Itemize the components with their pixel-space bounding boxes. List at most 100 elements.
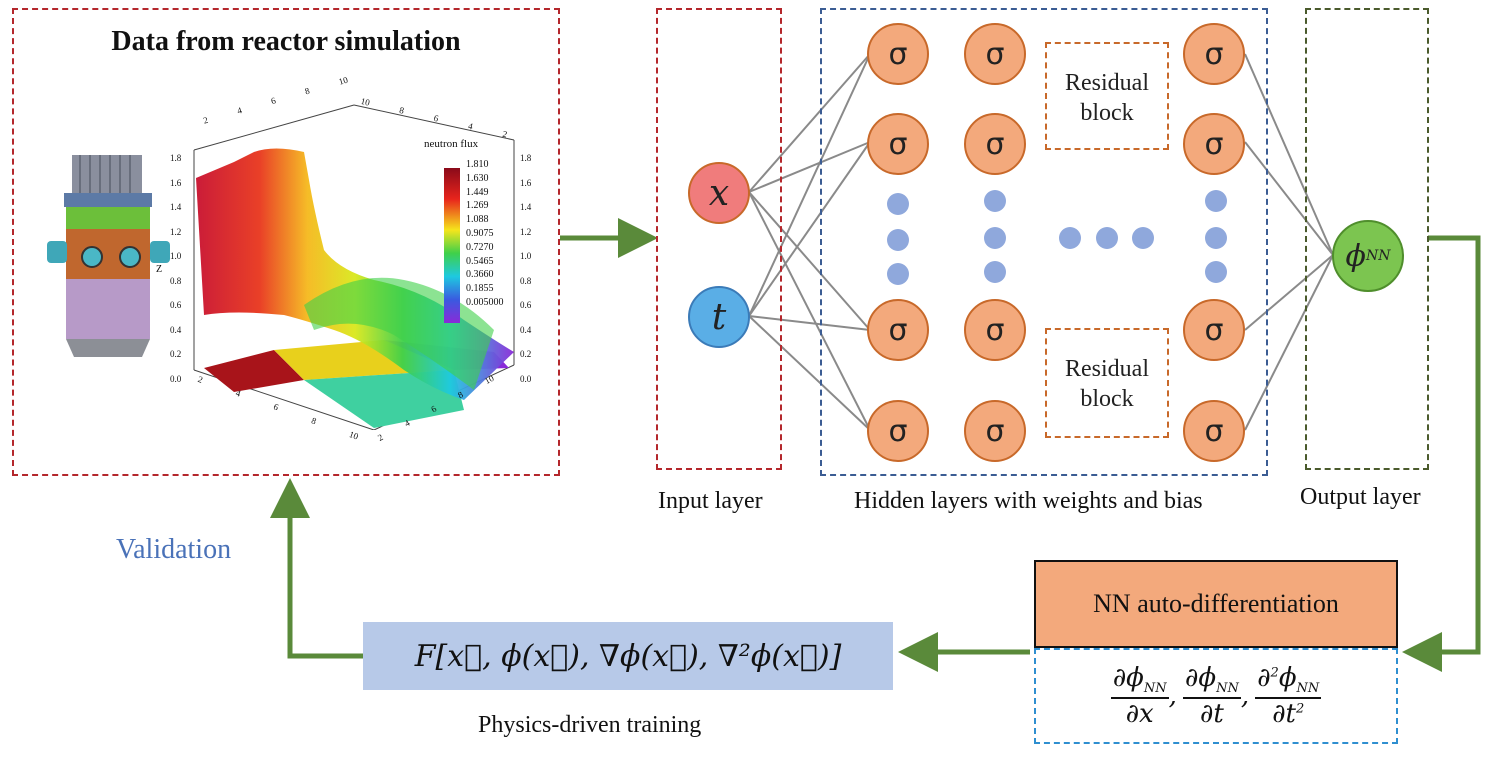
z-tick: 1.0 <box>170 251 182 261</box>
right-tick: 0.0 <box>520 373 532 384</box>
bottom-right-tick: 6 <box>429 403 439 415</box>
ellipsis-dot <box>1096 227 1118 249</box>
input-layer-label: Input layer <box>658 488 763 514</box>
colorbar-tick: 1.088 <box>466 214 489 226</box>
ellipsis-dot <box>887 193 909 215</box>
input-node-x: x <box>688 162 750 224</box>
ellipsis-dot <box>1132 227 1154 249</box>
sigma-label: σ <box>888 413 908 449</box>
validation-label: Validation <box>116 534 232 565</box>
bottom-right-tick: 2 <box>376 431 385 443</box>
colorbar-ticks: 1.810 1.630 1.449 1.269 1.088 0.9075 0.7… <box>466 158 504 310</box>
ellipsis-dot <box>984 190 1006 212</box>
hidden-node: σ <box>1183 299 1245 361</box>
z-tick: 1.8 <box>170 153 182 163</box>
derivative-dphi-dt: ∂ϕNN ∂t <box>1182 663 1241 729</box>
residual-block-label: Residual block <box>1047 354 1167 414</box>
colorbar-tick: 0.005000 <box>466 296 504 308</box>
output-weight-lines <box>1244 53 1334 431</box>
autodiff-box: NN auto-differentiation <box>1034 560 1398 648</box>
input-node-t: t <box>688 286 750 348</box>
d2phi-dt2-numerator: ∂2ϕNN <box>1255 663 1322 699</box>
simulation-title: Data from reactor simulation <box>111 26 461 57</box>
z-tick: 1.4 <box>170 202 182 212</box>
sigma-label: σ <box>888 36 908 72</box>
right-tick: 1.6 <box>520 177 532 188</box>
neutron-flux-plot <box>193 104 515 430</box>
dphi-dx-denominator: ∂x <box>1125 698 1154 729</box>
ellipsis-dot <box>984 261 1006 283</box>
hidden-node: σ <box>964 400 1026 462</box>
z-tick: 1.2 <box>170 226 182 237</box>
z-tick: 1.6 <box>170 177 182 188</box>
simulation-panel: Data from reactor simulation <box>12 8 560 476</box>
input-layer-box <box>656 8 782 470</box>
ellipsis-dot <box>1059 227 1081 249</box>
right-top-tick: 10 <box>359 96 371 108</box>
right-top-tick: 8 <box>398 104 406 116</box>
d2phi-dt2-denominator: ∂t2 <box>1272 698 1305 729</box>
ellipsis-dot <box>984 227 1006 249</box>
z-axis-ticks: 1.8 1.6 1.4 1.2 1.0 0.8 0.6 0.4 0.2 0.0 <box>170 146 181 391</box>
ellipsis-dot <box>1205 190 1227 212</box>
hidden-node: σ <box>964 299 1026 361</box>
input-node-t-label: t <box>711 296 727 338</box>
z-tick: 0.4 <box>170 324 182 335</box>
colorbar-tick: 0.7270 <box>466 241 494 253</box>
sigma-label: σ <box>1204 312 1224 348</box>
hidden-node: σ <box>867 23 929 85</box>
bottom-tick: 8 <box>310 415 318 427</box>
z-tick: 0.8 <box>170 275 182 286</box>
colorbar-tick: 1.449 <box>466 186 489 198</box>
derivative-dphi-dx: ∂ϕNN ∂x <box>1110 663 1169 729</box>
arrow-output-to-autodiff <box>1402 235 1481 672</box>
dphi-dt-numerator: ∂ϕNN <box>1182 663 1241 699</box>
right-top-tick: 4 <box>467 120 474 132</box>
bottom-right-tick: 8 <box>456 389 465 401</box>
residual-block-bottom: Residual block <box>1045 328 1169 438</box>
z-tick: 0.2 <box>170 349 182 359</box>
hidden-node: σ <box>1183 23 1245 85</box>
sigma-label: σ <box>1204 36 1224 72</box>
output-layer-label: Output layer <box>1300 484 1421 510</box>
physics-training-label: Physics-driven training <box>478 712 702 738</box>
right-tick: 0.6 <box>520 300 532 310</box>
hidden-node: σ <box>867 299 929 361</box>
colorbar-title: neutron flux <box>424 138 479 150</box>
sigma-label: σ <box>1204 413 1224 449</box>
physics-formula: F[x⃗, ϕ(x⃗), ∇ϕ(x⃗), ∇²ϕ(x⃗)] <box>363 622 893 690</box>
colorbar-tick: 0.5465 <box>466 255 494 267</box>
bottom-right-tick: 4 <box>402 417 412 429</box>
sigma-label: σ <box>1204 126 1224 162</box>
residual-line2: block <box>1080 386 1134 412</box>
autodiff-label: NN auto-differentiation <box>1093 589 1339 618</box>
top-tick: 4 <box>235 105 243 116</box>
hidden-layers-label: Hidden layers with weights and bias <box>854 488 1203 514</box>
right-top-tick: 6 <box>432 112 440 124</box>
z-axis-label: Z <box>156 264 163 275</box>
bottom-tick: 6 <box>272 401 280 413</box>
sigma-label: σ <box>985 413 1005 449</box>
hidden-node: σ <box>1183 113 1245 175</box>
colorbar-tick: 0.1855 <box>466 283 494 295</box>
output-node-subscript: NN <box>1365 248 1391 264</box>
output-node-symbol: ϕ <box>1345 238 1366 274</box>
residual-block-top: Residual block <box>1045 42 1169 150</box>
right-tick: 1.8 <box>520 153 532 163</box>
colorbar-tick: 0.3660 <box>466 269 494 281</box>
ellipsis-dot <box>1205 227 1227 249</box>
colorbar-tick: 1.810 <box>466 159 489 170</box>
bottom-tick: 4 <box>234 387 243 399</box>
sigma-label: σ <box>985 126 1005 162</box>
hidden-node: σ <box>964 23 1026 85</box>
colorbar-tick: 0.9075 <box>466 227 494 239</box>
sigma-label: σ <box>985 36 1005 72</box>
right-tick: 0.2 <box>520 349 532 359</box>
physics-formula-text: F[x⃗, ϕ(x⃗), ∇ϕ(x⃗), ∇²ϕ(x⃗)] <box>414 638 842 674</box>
hidden-node: σ <box>1183 400 1245 462</box>
residual-line1: Residual <box>1065 356 1149 382</box>
residual-line1: Residual <box>1065 70 1149 96</box>
ellipsis-dot <box>1205 261 1227 283</box>
